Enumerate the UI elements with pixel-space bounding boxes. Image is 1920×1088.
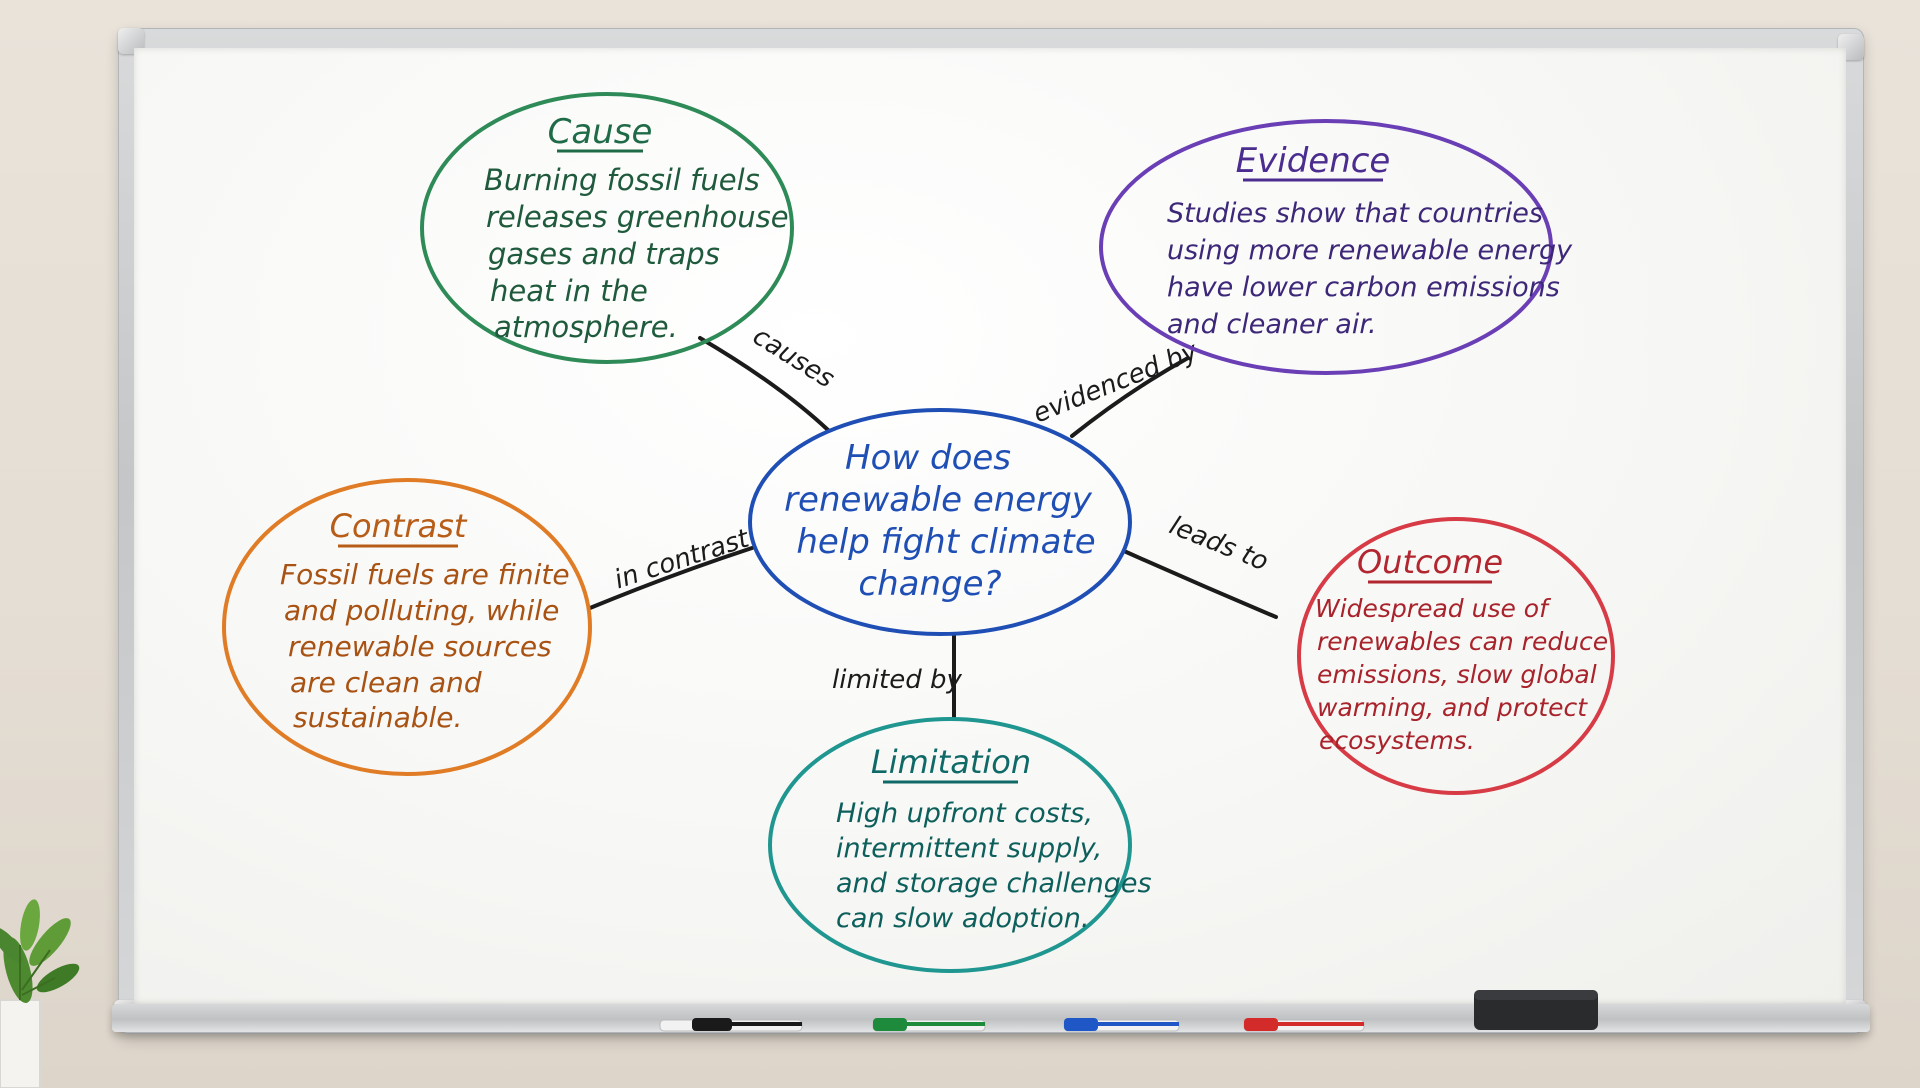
whiteboard-surface	[134, 48, 1846, 1004]
black-marker-band	[732, 1022, 802, 1026]
cause-line-3: gases and traps	[488, 237, 720, 271]
contrast-line-5: sustainable.	[293, 701, 462, 734]
green-marker-cap	[873, 1018, 907, 1031]
green-marker[interactable]	[872, 1018, 986, 1032]
center-line-3: help fight climate	[796, 522, 1095, 562]
cause-line-5: atmosphere.	[494, 310, 678, 344]
connectors	[588, 336, 1278, 720]
contrast-ellipse	[222, 478, 592, 776]
outcome-line-5: ecosystems.	[1319, 726, 1475, 755]
blue-marker[interactable]	[1063, 1018, 1180, 1032]
blue-marker-band	[1098, 1022, 1179, 1026]
evidence-node: Evidence Studies show that countries usi…	[1099, 119, 1573, 375]
plant-stems	[19, 945, 56, 1000]
contrast-line-3: renewable sources	[288, 630, 552, 663]
connector-cause	[698, 336, 830, 432]
center-question: How does renewable energy help fight cli…	[784, 438, 1096, 604]
evidence-body: Studies show that countries using more r…	[1167, 198, 1573, 340]
limitation-node: Limitation High upfront costs, intermitt…	[768, 717, 1152, 973]
contrast-line-4: are clean and	[290, 666, 482, 699]
outcome-body: Widespread use of renewables can reduce …	[1315, 594, 1608, 755]
contrast-title: Contrast	[330, 507, 468, 545]
eraser[interactable]	[1474, 990, 1598, 1030]
outcome-line-4: warming, and protect	[1317, 693, 1588, 722]
black-marker-cap	[692, 1018, 732, 1031]
black-marker[interactable]	[659, 1018, 803, 1032]
outcome-line-3: emissions, slow global	[1317, 660, 1597, 689]
limitation-line-4: can slow adoption.	[836, 903, 1089, 934]
cause-node: Cause Burning fossil fuels releases gree…	[420, 92, 794, 364]
link-label-limitation: limited by	[832, 665, 962, 695]
cause-line-2: releases greenhouse	[486, 200, 789, 234]
green-marker-band	[907, 1022, 985, 1026]
connector-contrast	[588, 546, 754, 610]
outcome-node: Outcome Widespread use of renewables can…	[1297, 517, 1615, 795]
red-marker-cap	[1244, 1018, 1278, 1031]
center-line-2: renewable energy	[784, 480, 1093, 520]
evidence-line-1: Studies show that countries	[1167, 198, 1543, 229]
cause-title: Cause	[548, 112, 653, 152]
outcome-ellipse	[1297, 517, 1615, 795]
center-node: How does renewable energy help fight cli…	[748, 408, 1132, 636]
contrast-node: Contrast Fossil fuels are finite and pol…	[222, 478, 592, 776]
cause-line-1: Burning fossil fuels	[484, 163, 760, 197]
connector-outcome	[1122, 549, 1278, 619]
red-marker-band	[1278, 1022, 1364, 1026]
contrast-body: Fossil fuels are finite and polluting, w…	[280, 558, 570, 734]
cause-body: Burning fossil fuels releases greenhouse…	[484, 163, 789, 344]
limitation-body: High upfront costs, intermittent supply,…	[836, 798, 1152, 934]
red-marker[interactable]	[1243, 1018, 1365, 1032]
plant-pot	[0, 999, 41, 1088]
center-line-4: change?	[858, 564, 1001, 604]
outcome-title: Outcome	[1357, 543, 1503, 581]
blue-marker-cap	[1064, 1018, 1098, 1031]
evidence-ellipse	[1099, 119, 1553, 375]
limitation-title: Limitation	[871, 743, 1031, 781]
limitation-line-3: and storage challenges	[836, 868, 1152, 899]
plant-leaves	[0, 899, 80, 1003]
outcome-line-2: renewables can reduce	[1317, 627, 1608, 656]
evidence-title: Evidence	[1236, 141, 1391, 181]
potted-plant	[0, 899, 80, 1088]
limitation-ellipse	[768, 717, 1132, 973]
cause-ellipse	[420, 92, 794, 364]
outcome-line-1: Widespread use of	[1315, 594, 1551, 623]
connector-evidence	[1070, 356, 1190, 438]
evidence-line-2: using more renewable energy	[1167, 235, 1573, 266]
contrast-line-1: Fossil fuels are finite	[280, 558, 570, 591]
center-line-1: How does	[845, 438, 1011, 478]
evidence-line-3: have lower carbon emissions	[1167, 272, 1560, 303]
contrast-line-2: and polluting, while	[284, 594, 559, 627]
limitation-line-1: High upfront costs,	[836, 798, 1093, 829]
cause-line-4: heat in the	[490, 274, 648, 308]
evidence-line-4: and cleaner air.	[1167, 309, 1377, 340]
center-ellipse	[748, 408, 1132, 636]
limitation-line-2: intermittent supply,	[836, 833, 1102, 864]
